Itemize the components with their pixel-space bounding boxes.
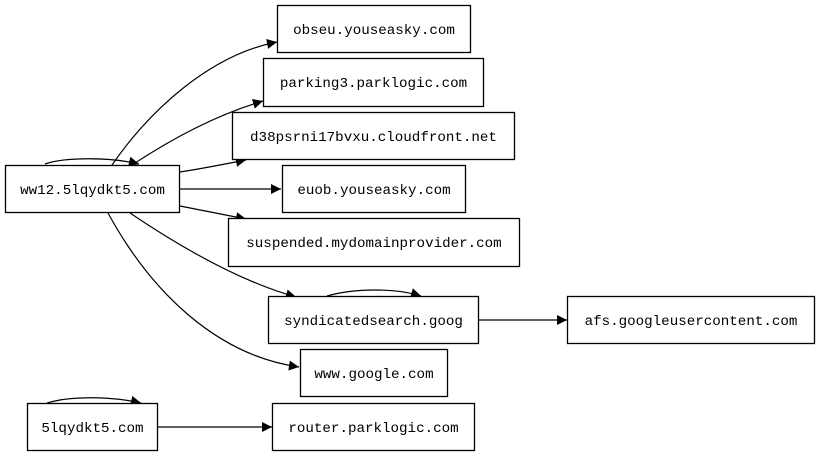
node-ww12: ww12.5lqydkt5.com bbox=[4, 164, 181, 214]
node-root-label: 5lqydkt5.com bbox=[41, 421, 143, 437]
node-obseu: obseu.youseasky.com bbox=[276, 4, 472, 54]
edges-layer bbox=[44, 39, 567, 432]
node-suspended: suspended.mydomainprovider.com bbox=[227, 217, 521, 268]
edge-syndicated-self bbox=[326, 288, 422, 298]
edge-ww12-to-cloudfront bbox=[179, 156, 247, 173]
edge-root-self bbox=[46, 395, 142, 406]
node-parking3: parking3.parklogic.com bbox=[262, 57, 485, 108]
node-afs-label: afs.googleusercontent.com bbox=[585, 314, 798, 330]
node-syndicated: syndicatedsearch.goog bbox=[267, 295, 480, 345]
node-cloudfront-label: d38psrni17bvxu.cloudfront.net bbox=[250, 130, 497, 146]
edge-ww12-to-obseu bbox=[111, 39, 278, 166]
edge-ww12-to-syndicated bbox=[129, 212, 297, 300]
node-google: www.google.com bbox=[299, 348, 449, 398]
node-syndicated-label: syndicatedsearch.goog bbox=[284, 314, 463, 330]
node-euob: euob.youseasky.com bbox=[281, 164, 467, 214]
edge-ww12-to-parking3 bbox=[131, 99, 264, 166]
node-suspended-label: suspended.mydomainprovider.com bbox=[246, 236, 501, 252]
edge-ww12-to-suspended bbox=[179, 205, 247, 223]
nodes-layer: ww12.5lqydkt5.com obseu.youseasky.com pa… bbox=[4, 4, 816, 452]
node-afs: afs.googleusercontent.com bbox=[566, 295, 816, 345]
node-router: router.parklogic.com bbox=[271, 402, 476, 452]
node-router-label: router.parklogic.com bbox=[288, 421, 458, 437]
node-euob-label: euob.youseasky.com bbox=[297, 183, 450, 199]
edge-ww12-to-google bbox=[107, 212, 300, 371]
node-cloudfront: d38psrni17bvxu.cloudfront.net bbox=[231, 111, 516, 161]
node-google-label: www.google.com bbox=[314, 367, 433, 383]
node-root: 5lqydkt5.com bbox=[26, 402, 159, 452]
node-parking3-label: parking3.parklogic.com bbox=[280, 76, 467, 92]
node-ww12-label: ww12.5lqydkt5.com bbox=[20, 183, 165, 199]
edge-ww12-self bbox=[44, 156, 140, 167]
node-obseu-label: obseu.youseasky.com bbox=[293, 23, 455, 39]
